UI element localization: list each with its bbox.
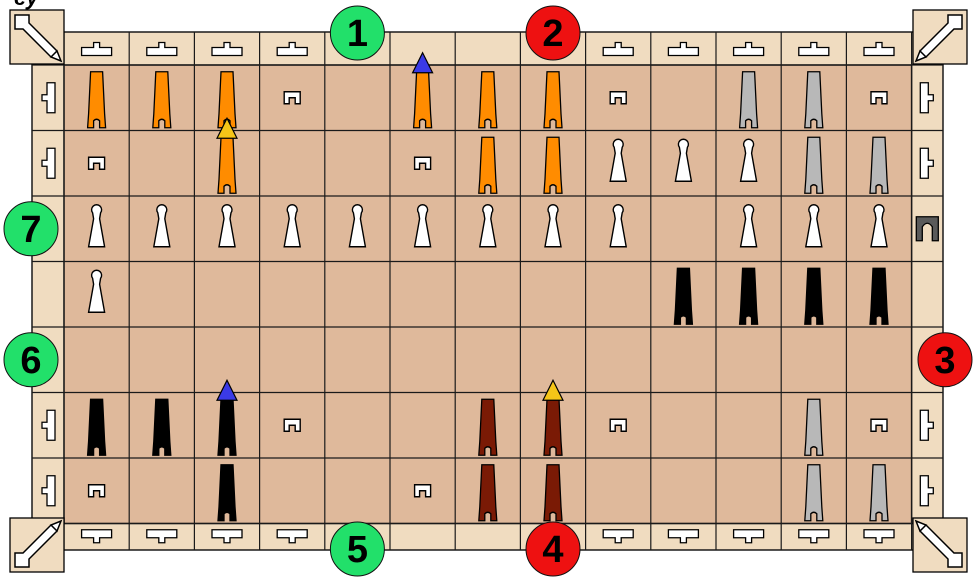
tower-piece — [218, 399, 236, 455]
board-piece[interactable] — [805, 137, 823, 193]
board-piece[interactable] — [479, 465, 497, 521]
corner-icon — [10, 518, 64, 572]
tower-piece — [805, 268, 823, 324]
marker-label: 2 — [542, 13, 563, 55]
board-piece[interactable] — [805, 72, 823, 128]
board-piece[interactable] — [479, 137, 497, 193]
tower-piece — [88, 399, 106, 455]
tower-piece — [544, 465, 562, 521]
tower-piece — [544, 399, 562, 455]
board-piece[interactable] — [544, 137, 562, 193]
tower-piece — [870, 268, 888, 324]
tower-piece — [805, 399, 823, 455]
board-piece[interactable] — [88, 399, 106, 455]
board-piece[interactable] — [153, 399, 171, 455]
board-piece[interactable] — [870, 268, 888, 324]
corner-icon — [10, 10, 64, 64]
tower-piece — [544, 72, 562, 128]
marker-1[interactable]: 1 — [330, 6, 384, 60]
tower-piece — [805, 137, 823, 193]
tower-piece — [414, 72, 432, 128]
marker-6[interactable]: 6 — [4, 333, 58, 387]
marker-5[interactable]: 5 — [330, 522, 384, 576]
board-piece[interactable] — [88, 72, 106, 128]
board-piece[interactable] — [805, 399, 823, 455]
marker-label: 7 — [20, 209, 41, 251]
board-piece[interactable] — [479, 72, 497, 128]
marker-7[interactable]: 7 — [4, 202, 58, 256]
board-piece[interactable] — [805, 465, 823, 521]
marker-label: 1 — [347, 13, 368, 55]
tower-piece — [870, 137, 888, 193]
tower-piece — [479, 137, 497, 193]
marker-label: 5 — [347, 529, 368, 571]
tower-piece — [870, 465, 888, 521]
tower-piece — [740, 268, 758, 324]
tower-piece — [153, 72, 171, 128]
tower-piece — [479, 465, 497, 521]
board-piece[interactable] — [740, 72, 758, 128]
tower-piece — [88, 72, 106, 128]
board-piece[interactable] — [218, 465, 236, 521]
board-piece[interactable] — [870, 465, 888, 521]
board-piece[interactable] — [544, 465, 562, 521]
tower-piece — [805, 72, 823, 128]
marker-2[interactable]: 2 — [526, 6, 580, 60]
tower-piece — [479, 399, 497, 455]
board-piece[interactable] — [544, 72, 562, 128]
tower-piece — [218, 465, 236, 521]
tower-piece — [740, 72, 758, 128]
board-piece[interactable] — [153, 72, 171, 128]
tower-piece — [544, 137, 562, 193]
title-fragment: ey — [14, 0, 38, 11]
board-piece[interactable] — [740, 268, 758, 324]
tower-piece — [153, 399, 171, 455]
corner-icon — [913, 10, 967, 64]
board-piece[interactable] — [870, 137, 888, 193]
board-piece[interactable] — [479, 399, 497, 455]
marker-label: 4 — [542, 529, 563, 571]
board-piece[interactable] — [674, 268, 692, 324]
corner-icon — [913, 518, 967, 572]
tower-piece — [805, 465, 823, 521]
tower-piece — [218, 137, 236, 193]
marker-label: 3 — [934, 340, 955, 382]
marker-3[interactable]: 3 — [918, 333, 972, 387]
tower-piece — [479, 72, 497, 128]
tower-piece — [674, 268, 692, 324]
marker-4[interactable]: 4 — [526, 522, 580, 576]
marker-label: 6 — [20, 340, 41, 382]
board-play-area — [64, 65, 912, 524]
board-piece[interactable] — [805, 268, 823, 324]
